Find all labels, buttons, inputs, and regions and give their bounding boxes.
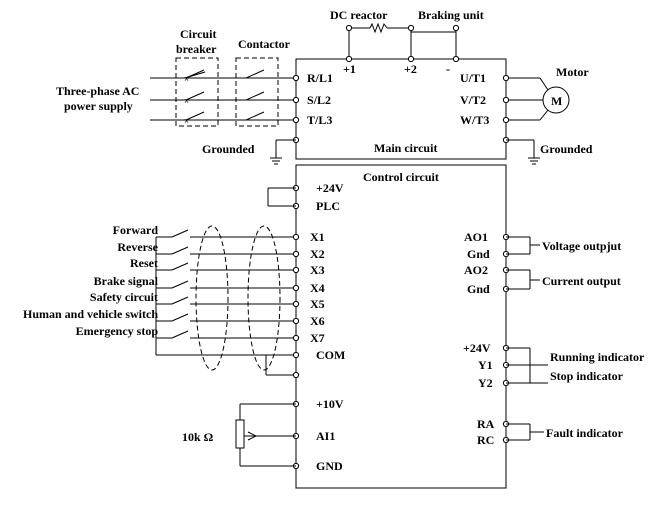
input-label: Reverse [117, 240, 158, 254]
terminal-com: COM [316, 348, 345, 362]
input-terminal-dot [292, 317, 300, 325]
input-terminal-label: X1 [310, 230, 325, 244]
input-label: Reset [130, 256, 158, 270]
input-terminal-r: R/L1 [307, 71, 333, 85]
terminal-24v: +24V [316, 181, 344, 195]
input-terminal-dot [292, 250, 300, 258]
circuit-breaker-label-1: Circuit [180, 27, 216, 41]
svg-text:×: × [184, 96, 189, 106]
svg-text:×: × [184, 74, 189, 84]
power-supply-label-1: Three-phase AC [56, 84, 139, 98]
input-switch [171, 330, 189, 339]
motor-symbol [542, 86, 570, 114]
output-terminal-u: U/T1 [460, 71, 486, 85]
circuit-breaker-label-2: breaker [176, 42, 217, 56]
terminal-ra: RA [477, 417, 495, 431]
motor-label: Motor [556, 65, 589, 79]
contactor-label: Contactor [238, 37, 291, 51]
main-circuit-box [295, 58, 507, 160]
circuit-breaker-box [175, 57, 219, 127]
contactor-box [235, 57, 279, 127]
input-switch [171, 280, 189, 289]
output-terminal-w: W/T3 [460, 113, 489, 127]
input-terminal-dot [292, 284, 300, 292]
input-terminal-label: X7 [310, 331, 325, 345]
shield-ellipse-2 [247, 225, 281, 371]
input-switch [171, 262, 189, 271]
terminal-ai1: AI1 [316, 429, 335, 443]
input-label: Human and vehicle switch [23, 307, 158, 321]
motor-symbol-label: M [551, 94, 562, 108]
terminal-ao1: AO1 [464, 230, 488, 244]
input-switch [171, 296, 189, 305]
input-switch [171, 246, 189, 255]
motor-wiring [502, 74, 549, 165]
control-circuit-title: Control circuit [363, 170, 439, 184]
com-wiring [155, 237, 300, 379]
input-terminal-label: X6 [310, 314, 325, 328]
output-terminal-v: V/T2 [460, 93, 486, 107]
voltage-output-label: Voltage outpjut [542, 239, 621, 253]
dc-reactor-label: DC reactor [330, 8, 388, 22]
input-label: Forward [113, 223, 159, 237]
terminal-24v-out: +24V [463, 341, 491, 355]
terminal-plc: PLC [316, 199, 340, 213]
stop-indicator-label: Stop indicator [550, 369, 624, 383]
terminal-gnd: GND [316, 459, 343, 473]
input-terminal-label: X3 [310, 263, 325, 277]
three-phase-lines: × × × [150, 69, 300, 126]
plc-link [267, 184, 300, 210]
braking-unit-label: Braking unit [418, 8, 484, 22]
fault-indicator-label: Fault indicator [546, 426, 624, 440]
input-terminal-dot [292, 300, 300, 308]
input-terminal-dot [292, 334, 300, 342]
potentiometer [235, 400, 300, 470]
input-label: Brake signal [94, 274, 159, 288]
relay-outputs [502, 344, 548, 444]
terminal-y2: Y2 [478, 376, 493, 390]
input-terminal-t: T/L3 [307, 113, 332, 127]
power-supply-label-2: power supply [64, 99, 133, 113]
input-terminal-label: X5 [310, 297, 325, 311]
terminal-ao2: AO2 [464, 263, 488, 277]
dc-terminal-plus1: +1 [343, 62, 356, 76]
input-terminal-dot [292, 266, 300, 274]
main-circuit-title: Main circuit [374, 141, 437, 155]
input-terminal-label: X4 [310, 281, 325, 295]
dc-bus-wiring [345, 22, 460, 63]
running-indicator-label: Running indicator [550, 350, 645, 364]
dc-terminal-minus: - [446, 62, 450, 76]
terminal-10v: +10V [316, 397, 344, 411]
grounded-right-label: Grounded [540, 142, 593, 156]
terminal-rc: RC [477, 433, 494, 447]
dc-reactor-coil [369, 22, 388, 34]
control-circuit-box [295, 164, 507, 489]
resistor-label: 10k Ω [182, 430, 214, 444]
input-terminal-dot [292, 233, 300, 241]
current-output-label: Current output [542, 274, 621, 288]
terminal-gnd2: Gnd [467, 282, 490, 296]
dc-terminal-plus2: +2 [404, 62, 417, 76]
ground-left [270, 136, 300, 165]
svg-text:×: × [184, 116, 189, 126]
input-switch [171, 313, 189, 322]
input-label: Emergency stop [76, 324, 159, 338]
analog-outputs [502, 233, 540, 293]
input-label: Safety circuit [90, 290, 158, 304]
input-switch [171, 229, 189, 238]
input-terminal-s: S/L2 [307, 93, 331, 107]
terminal-gnd1: Gnd [467, 247, 490, 261]
input-terminal-label: X2 [310, 247, 325, 261]
grounded-left-label: Grounded [202, 142, 255, 156]
terminal-y1: Y1 [478, 358, 493, 372]
shield-ellipse-1 [195, 225, 229, 371]
